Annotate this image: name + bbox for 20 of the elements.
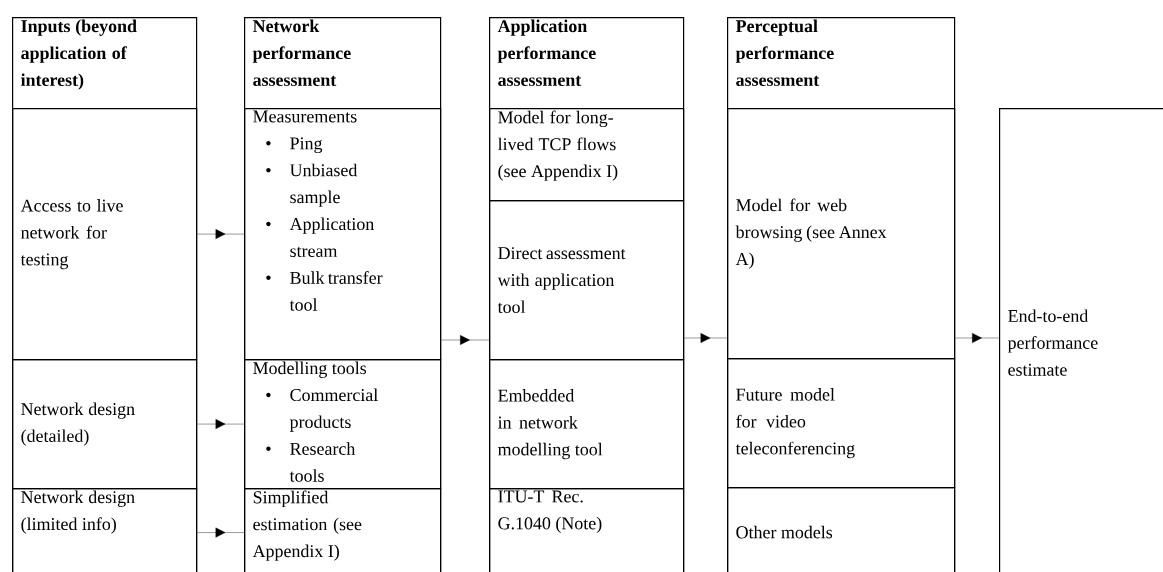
- process-box: Network design (limited info): [12, 488, 198, 572]
- arrow: [684, 333, 728, 343]
- process-box: Network design (detailed): [12, 359, 198, 490]
- arrow: [197, 419, 245, 429]
- process-box: Model for long-lived TCP flows (see Appendix I): [489, 108, 685, 202]
- list-box: Measurements Ping Unbiased sample Application stream Bulk transfer tool: [244, 108, 442, 361]
- process-box: Embedded in network modelling tool: [489, 359, 685, 490]
- list-box: Modelling tools Commercial products Research tools: [244, 359, 442, 490]
- process-box: Future model for video teleconferencing: [727, 358, 956, 489]
- process-box: Simplified estimation (see Appendix I): [244, 488, 442, 572]
- process-box: Other models: [727, 487, 956, 572]
- arrow: [441, 335, 490, 345]
- result-box: End-to-end performance estimate: [999, 108, 1163, 572]
- arrow: [197, 229, 245, 239]
- arrow: [197, 527, 245, 538]
- process-box: Access to live network for testing: [12, 108, 198, 361]
- process-box: ITU-T Rec. G.1040 (Note): [489, 488, 685, 572]
- arrow: [955, 333, 1000, 343]
- process-box: Model for web browsing (see Annex A): [727, 108, 956, 360]
- process-box: Direct assessment with application tool: [489, 200, 685, 361]
